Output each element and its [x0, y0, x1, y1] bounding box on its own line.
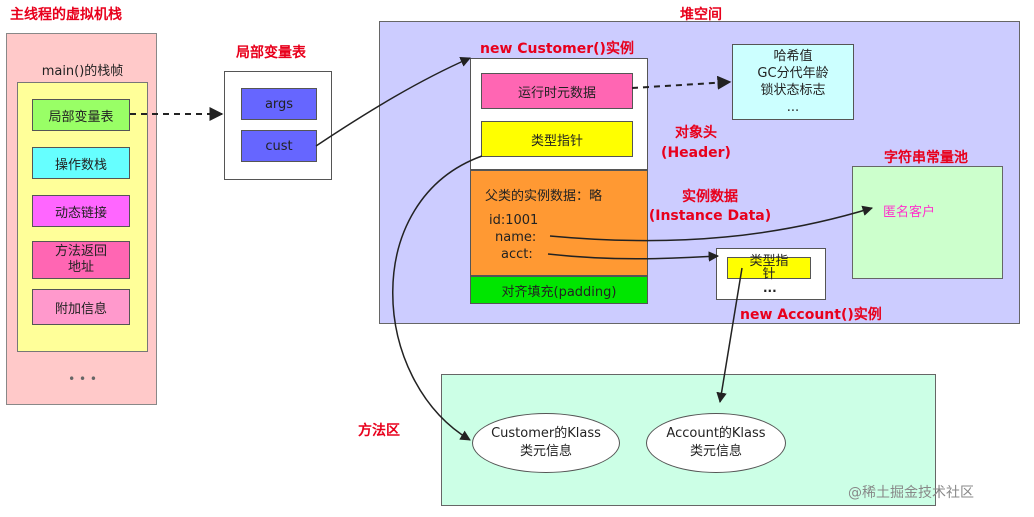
account-instance-title: new Account()实例	[740, 307, 882, 323]
method-area-title: 方法区	[358, 423, 400, 439]
parent-instance-data: 父类的实例数据：略	[485, 189, 603, 204]
stack-item-dynamic-link: 动态链接	[32, 195, 130, 227]
method-area: Customer的Klass 类元信息 Account的Klass 类元信息	[441, 374, 936, 506]
heap-title: 堆空间	[680, 7, 722, 23]
watermark: @稀土掘金技术社区	[848, 485, 974, 501]
main-stack-frame: 局部变量表 操作数栈 动态链接 方法返回 地址 附加信息	[17, 82, 148, 352]
stack-ellipsis: • • •	[68, 372, 97, 386]
vm-stack: main()的栈帧 局部变量表 操作数栈 动态链接 方法返回 地址 附加信息 •…	[6, 33, 157, 405]
customer-object-header: 运行时元数据 类型指针	[470, 58, 648, 170]
padding-box: 对齐填充(padding)	[470, 276, 648, 304]
local-var-table: args cust	[224, 71, 332, 180]
string-anonymous-customer: 匿名客户	[883, 205, 936, 220]
account-ellipsis: ...	[763, 281, 777, 295]
instance-data-label: 实例数据 (Instance Data)	[648, 189, 772, 224]
field-id: id:1001	[489, 213, 539, 228]
account-klass: Account的Klass 类元信息	[646, 413, 786, 473]
runtime-metadata: 运行时元数据	[481, 73, 633, 109]
customer-instance-title: new Customer()实例	[480, 41, 634, 57]
stack-title: 主线程的虚拟机栈	[10, 7, 122, 23]
stack-item-local-vars: 局部变量表	[32, 99, 130, 131]
stack-item-return-address: 方法返回 地址	[32, 241, 130, 279]
account-instance: 类型指 针 ...	[716, 248, 826, 300]
field-name: name:	[495, 230, 537, 245]
local-var-table-title: 局部变量表	[236, 45, 306, 61]
object-header-label: 对象头 (Header)	[661, 125, 731, 161]
local-var-cust: cust	[241, 130, 317, 162]
stack-item-operand-stack: 操作数栈	[32, 147, 130, 179]
customer-klass: Customer的Klass 类元信息	[472, 413, 620, 473]
string-pool-title: 字符串常量池	[884, 150, 968, 166]
account-type-pointer: 类型指 针	[727, 255, 811, 281]
main-frame-label: main()的栈帧	[41, 63, 124, 79]
local-var-args: args	[241, 88, 317, 120]
customer-type-pointer: 类型指针	[481, 121, 633, 157]
hash-info-box: 哈希值 GC分代年龄 锁状态标志 ...	[732, 44, 854, 120]
string-constant-pool: 匿名客户	[852, 166, 1003, 279]
customer-instance-data: 父类的实例数据：略 id:1001 name: acct:	[470, 170, 648, 276]
field-acct: acct:	[501, 247, 533, 262]
stack-item-extra-info: 附加信息	[32, 289, 130, 325]
